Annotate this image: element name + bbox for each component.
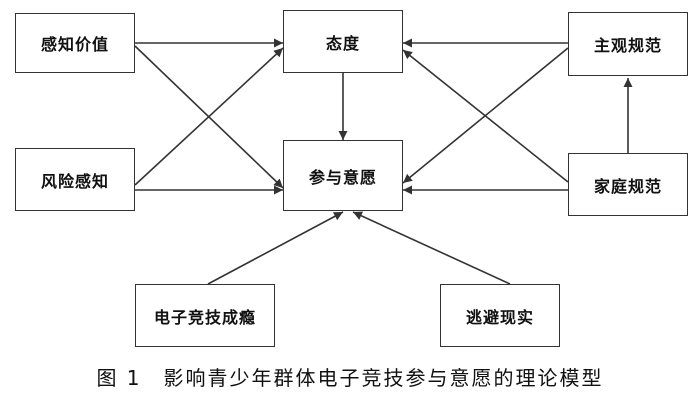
node-esports-addiction: 电子竞技成瘾 [135,284,275,347]
node-attitude: 态度 [283,10,403,73]
arrow-addiction-to-intention [207,211,344,285]
node-family-norm: 家庭规范 [568,153,688,216]
arrow-escape-reality-to-intention [352,211,511,285]
node-perceived-risk: 风险感知 [15,148,135,211]
arrow-family-norm-to-attitude [402,49,569,183]
arrow-perceived-risk-to-attitude [134,47,284,186]
node-subjective-norm: 主观规范 [568,12,688,76]
node-participation-intention: 参与意愿 [283,140,403,211]
figure-caption: 图 1 影响青少年群体电子竞技参与意愿的理论模型 [96,366,604,390]
node-perceived-value: 感知价值 [15,13,135,73]
node-escape-reality: 逃避现实 [440,284,560,347]
